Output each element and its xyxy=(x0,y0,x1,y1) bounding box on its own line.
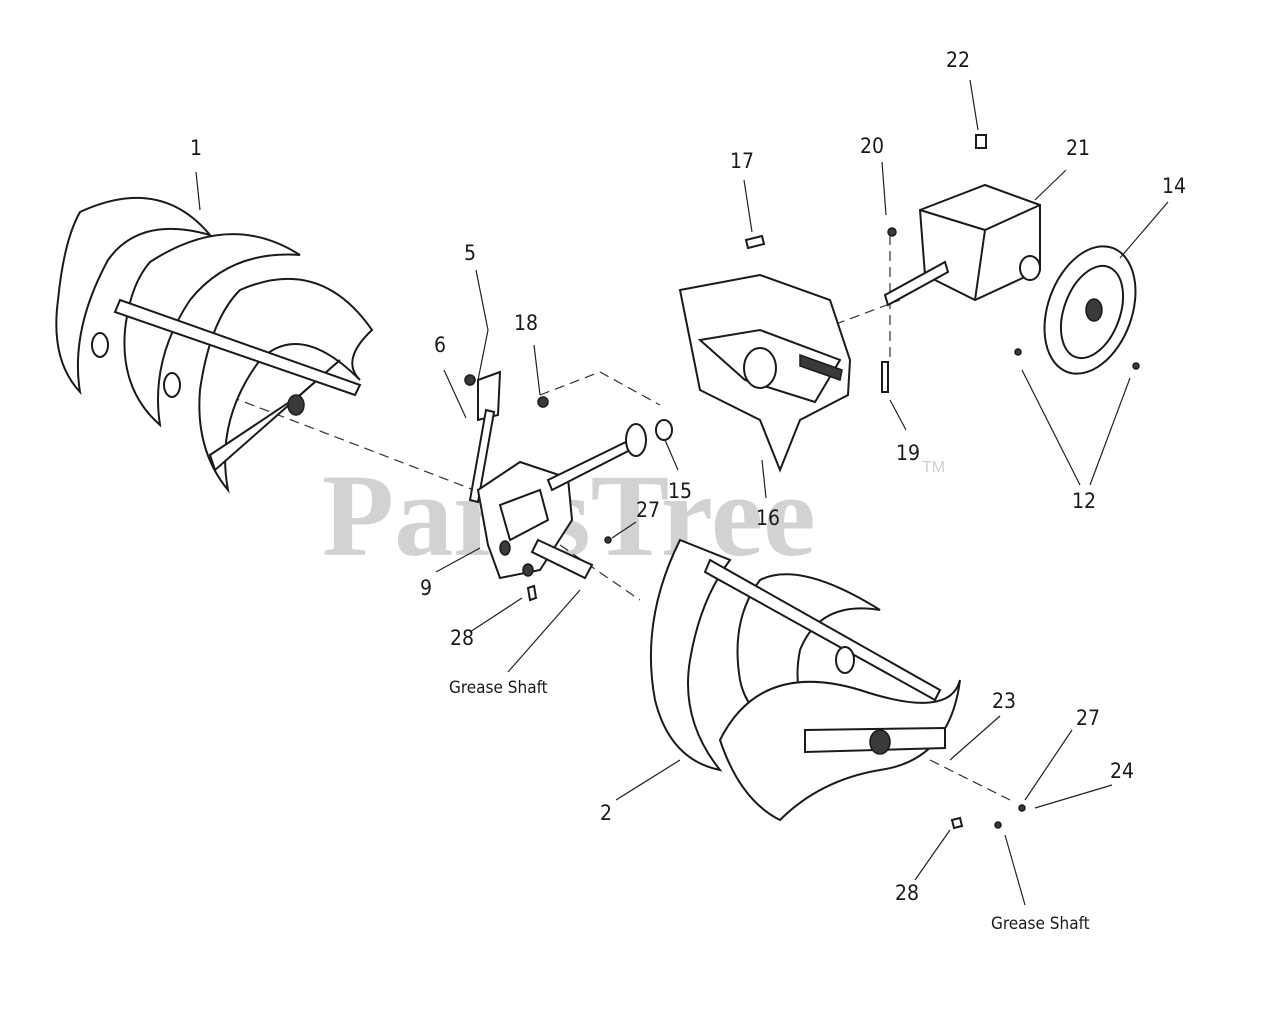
callout-28-left: 28 xyxy=(450,626,474,650)
callout-17: 17 xyxy=(730,149,754,173)
callout-6: 6 xyxy=(434,333,446,357)
right-angle-gearbox xyxy=(883,183,1041,307)
pulley xyxy=(1014,245,1140,375)
left-small-parts xyxy=(526,536,612,602)
callout-12: 12 xyxy=(1072,489,1096,513)
right-small-parts xyxy=(950,804,1026,830)
right-auger xyxy=(649,538,961,822)
shear-bolt-assembly xyxy=(464,370,502,504)
callout-14: 14 xyxy=(1162,174,1186,198)
leader-lines xyxy=(195,79,1169,906)
callout-24: 24 xyxy=(1110,759,1134,783)
callout-9: 9 xyxy=(420,576,432,600)
callout-23: 23 xyxy=(992,689,1016,713)
callout-15: 15 xyxy=(668,479,692,503)
grease-shaft-note-left: Grease Shaft xyxy=(449,678,548,698)
callout-19: 19 xyxy=(896,441,920,465)
callout-18: 18 xyxy=(514,311,538,335)
assembly-centerlines xyxy=(199,235,1011,801)
callout-labels: 1 5 6 18 15 16 17 20 19 21 22 14 12 9 27… xyxy=(190,48,1186,905)
callout-5: 5 xyxy=(464,241,476,265)
callout-21: 21 xyxy=(1066,136,1090,160)
auger-housing xyxy=(678,273,852,473)
worm-shaft xyxy=(530,419,673,580)
callout-20: 20 xyxy=(860,134,884,158)
fasteners xyxy=(537,134,987,408)
callout-27-right: 27 xyxy=(1076,706,1100,730)
grease-shaft-note-right: Grease Shaft xyxy=(991,914,1090,934)
left-auger xyxy=(55,196,374,494)
callout-1: 1 xyxy=(190,136,202,160)
callout-28-right: 28 xyxy=(895,881,919,905)
callout-27-left: 27 xyxy=(636,498,660,522)
watermark-trademark: TM xyxy=(922,459,945,476)
callout-2: 2 xyxy=(600,801,612,825)
callout-16: 16 xyxy=(756,506,780,530)
callout-22: 22 xyxy=(946,48,970,72)
